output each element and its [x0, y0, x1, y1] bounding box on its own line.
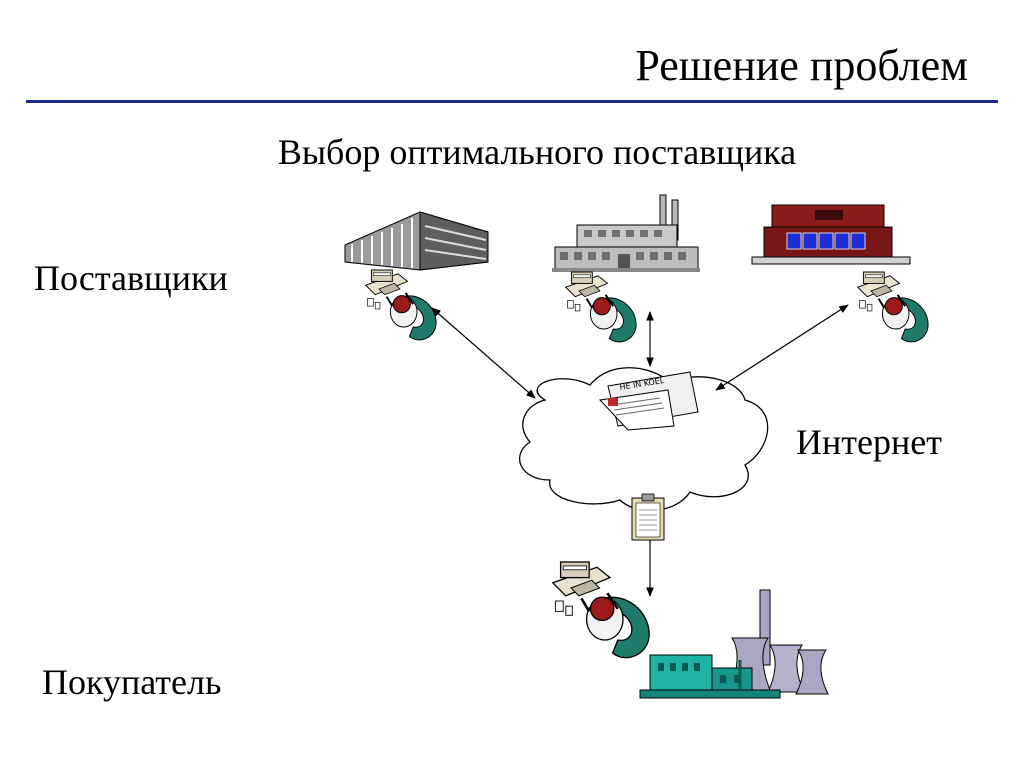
power-plant-icon: [639, 589, 829, 699]
slide-subtitle: Выбор оптимального поставщика: [277, 132, 797, 172]
title-underline: [26, 100, 998, 103]
internet-label: Интернет: [796, 422, 942, 462]
arrow-supplier3-internet: [715, 304, 849, 391]
buyer-person-icon: [551, 560, 651, 659]
newspaper-icon: HE IN KÖEL: [598, 371, 699, 431]
buyer-label: Покупатель: [42, 662, 222, 702]
factory-icon: [552, 194, 700, 272]
suppliers-label: Поставщики: [34, 258, 228, 298]
supplier-2-person-icon: [564, 271, 638, 343]
slide-title: Решение проблем: [635, 41, 968, 90]
arrow-supplier1-internet: [431, 307, 536, 399]
internet-cloud: [518, 367, 769, 511]
store-icon: [751, 204, 911, 265]
office-building-icon: [344, 211, 489, 271]
supplier-1-person-icon: [364, 269, 438, 341]
supplier-3-person-icon: [856, 271, 930, 343]
clipboard-icon: [631, 493, 665, 541]
